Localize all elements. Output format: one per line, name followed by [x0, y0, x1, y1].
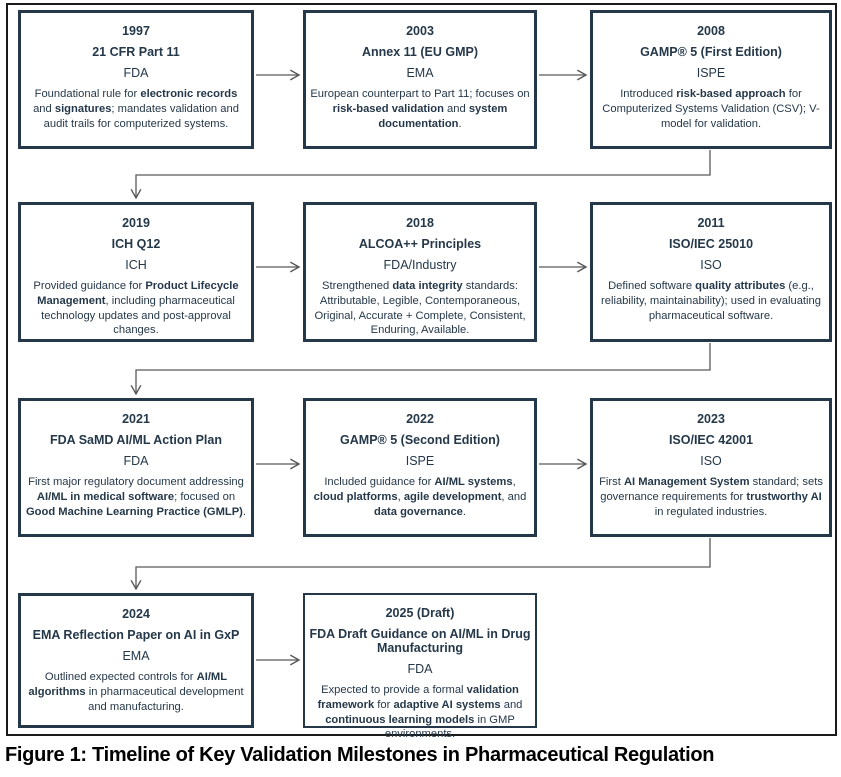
milestone-title: ISO/IEC 25010	[668, 237, 754, 251]
milestone-title: ISO/IEC 42001	[668, 433, 754, 447]
milestone-box-2011: 2011 ISO/IEC 25010 ISO Defined software …	[590, 202, 832, 342]
milestone-description: First AI Management System standard; set…	[599, 476, 823, 518]
milestone-year: 2021	[122, 412, 150, 426]
milestone-org: ICH	[125, 258, 147, 272]
milestone-org: ISPE	[405, 454, 435, 468]
milestone-year: 2025 (Draft)	[385, 606, 455, 620]
milestone-org: ISO	[700, 258, 722, 272]
milestone-title: 21 CFR Part 11	[92, 45, 180, 59]
milestone-title: FDA Draft Guidance on AI/ML in Drug Manu…	[309, 627, 531, 655]
milestone-box-2019: 2019 ICH Q12 ICH Provided guidance for P…	[18, 202, 254, 342]
milestone-title: ALCOA++ Principles	[358, 237, 482, 251]
milestone-box-2003: 2003 Annex 11 (EU GMP) EMA European coun…	[303, 10, 537, 149]
milestone-year: 2023	[697, 412, 725, 426]
milestone-year: 1997	[122, 24, 150, 38]
milestone-description: Included guidance for AI/ML systems, clo…	[313, 476, 527, 518]
milestone-title: FDA SaMD AI/ML Action Plan	[50, 433, 222, 447]
milestone-title: ICH Q12	[111, 237, 161, 251]
milestone-org: EMA	[122, 649, 150, 663]
milestone-description: First major regulatory document addressi…	[25, 476, 247, 518]
milestone-description: Introduced risk-based approach for Compu…	[602, 88, 820, 130]
milestone-description: Outlined expected controls for AI/ML alg…	[28, 671, 244, 713]
milestone-year: 2024	[122, 607, 150, 621]
milestone-description: Defined software quality attributes (e.g…	[601, 280, 821, 322]
milestone-box-2018: 2018 ALCOA++ Principles FDA/Industry Str…	[303, 202, 537, 342]
milestone-year: 2008	[697, 24, 725, 38]
milestone-box-2025-draft: 2025 (Draft) FDA Draft Guidance on AI/ML…	[303, 593, 537, 740]
milestone-title: GAMP® 5 (Second Edition)	[340, 433, 500, 447]
figure-caption: Figure 1: Timeline of Key Validation Mil…	[5, 744, 715, 766]
milestone-title: Annex 11 (EU GMP)	[362, 45, 478, 59]
milestone-title: EMA Reflection Paper on AI in GxP	[32, 628, 240, 642]
milestone-year: 2019	[122, 216, 150, 230]
milestone-org: FDA/Industry	[383, 258, 457, 272]
milestone-year: 2022	[406, 412, 434, 426]
milestone-org: FDA	[123, 66, 149, 80]
milestone-org: EMA	[406, 66, 434, 80]
milestone-year: 2018	[406, 216, 434, 230]
milestone-org: FDA	[123, 454, 149, 468]
milestone-box-2021: 2021 FDA SaMD AI/ML Action Plan FDA Firs…	[18, 398, 254, 537]
milestone-year: 2011	[697, 216, 725, 230]
milestone-description: Provided guidance for Product Lifecycle …	[33, 280, 239, 337]
milestone-box-2023: 2023 ISO/IEC 42001 ISO First AI Manageme…	[590, 398, 832, 537]
milestone-year: 2003	[406, 24, 434, 38]
milestone-org: FDA	[407, 662, 433, 676]
milestone-description: Strengthened data integrity standards: A…	[314, 280, 526, 337]
milestone-description: Expected to provide a formal validation …	[317, 684, 523, 741]
milestone-title: GAMP® 5 (First Edition)	[640, 45, 782, 59]
milestone-description: Foundational rule for electronic records…	[33, 88, 239, 130]
milestone-box-2008: 2008 GAMP® 5 (First Edition) ISPE Introd…	[590, 10, 832, 149]
milestone-org: ISO	[700, 454, 722, 468]
milestone-box-1997: 1997 21 CFR Part 11 FDA Foundational rul…	[18, 10, 254, 149]
milestone-org: ISPE	[696, 66, 726, 80]
milestone-description: European counterpart to Part 11; focuses…	[310, 88, 530, 130]
milestone-box-2024: 2024 EMA Reflection Paper on AI in GxP E…	[18, 593, 254, 728]
milestone-box-2022: 2022 GAMP® 5 (Second Edition) ISPE Inclu…	[303, 398, 537, 537]
